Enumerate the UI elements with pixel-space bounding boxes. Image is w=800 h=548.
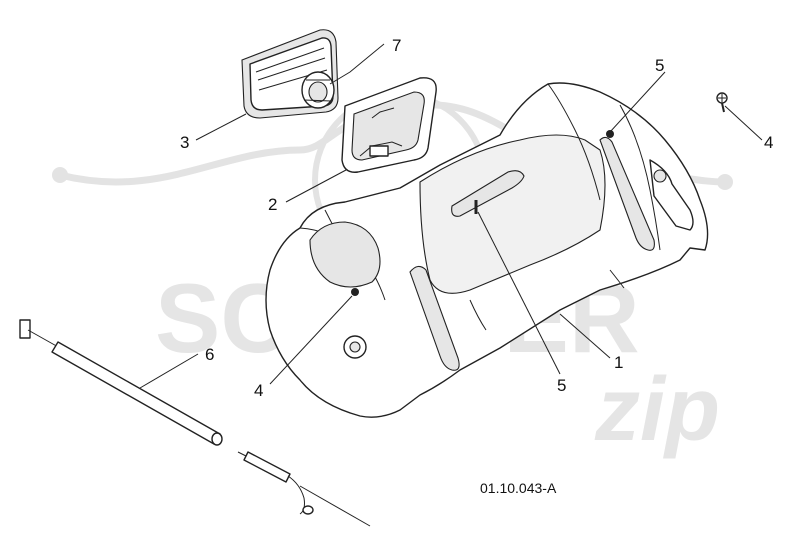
leader-6 [139, 353, 199, 389]
leader-2 [285, 169, 347, 203]
leader-4-bottom [269, 295, 353, 385]
watermark-script: zip [594, 360, 720, 460]
callout-4-bottom: 4 [254, 381, 263, 400]
part-screw [716, 92, 728, 113]
leader-5-bottom [477, 211, 561, 375]
leader-3 [195, 113, 247, 141]
leader-7 [329, 43, 385, 85]
callouts: 3 7 2 5 4 4 1 5 6 [180, 36, 773, 400]
leader-1 [559, 313, 611, 359]
callout-7: 7 [392, 36, 401, 55]
leader-lines [139, 43, 763, 389]
callout-6: 6 [205, 345, 214, 364]
callout-1: 1 [614, 353, 623, 372]
leader-4-top [724, 105, 763, 141]
part-headlamp [241, 29, 339, 119]
reference-code: 01.10.043-A [480, 480, 557, 496]
callout-2: 2 [268, 195, 277, 214]
leader-5-top [609, 71, 666, 133]
callout-4-top: 4 [764, 133, 773, 152]
callout-5-top: 5 [655, 56, 664, 75]
watermark-dot-right [717, 174, 733, 190]
part-headlamp-frame [341, 77, 437, 173]
callout-3: 3 [180, 133, 189, 152]
part-cable [19, 319, 371, 527]
part-front-fairing [265, 82, 709, 418]
callout-5-bottom: 5 [557, 376, 566, 395]
watermark-dot-left [52, 167, 68, 183]
